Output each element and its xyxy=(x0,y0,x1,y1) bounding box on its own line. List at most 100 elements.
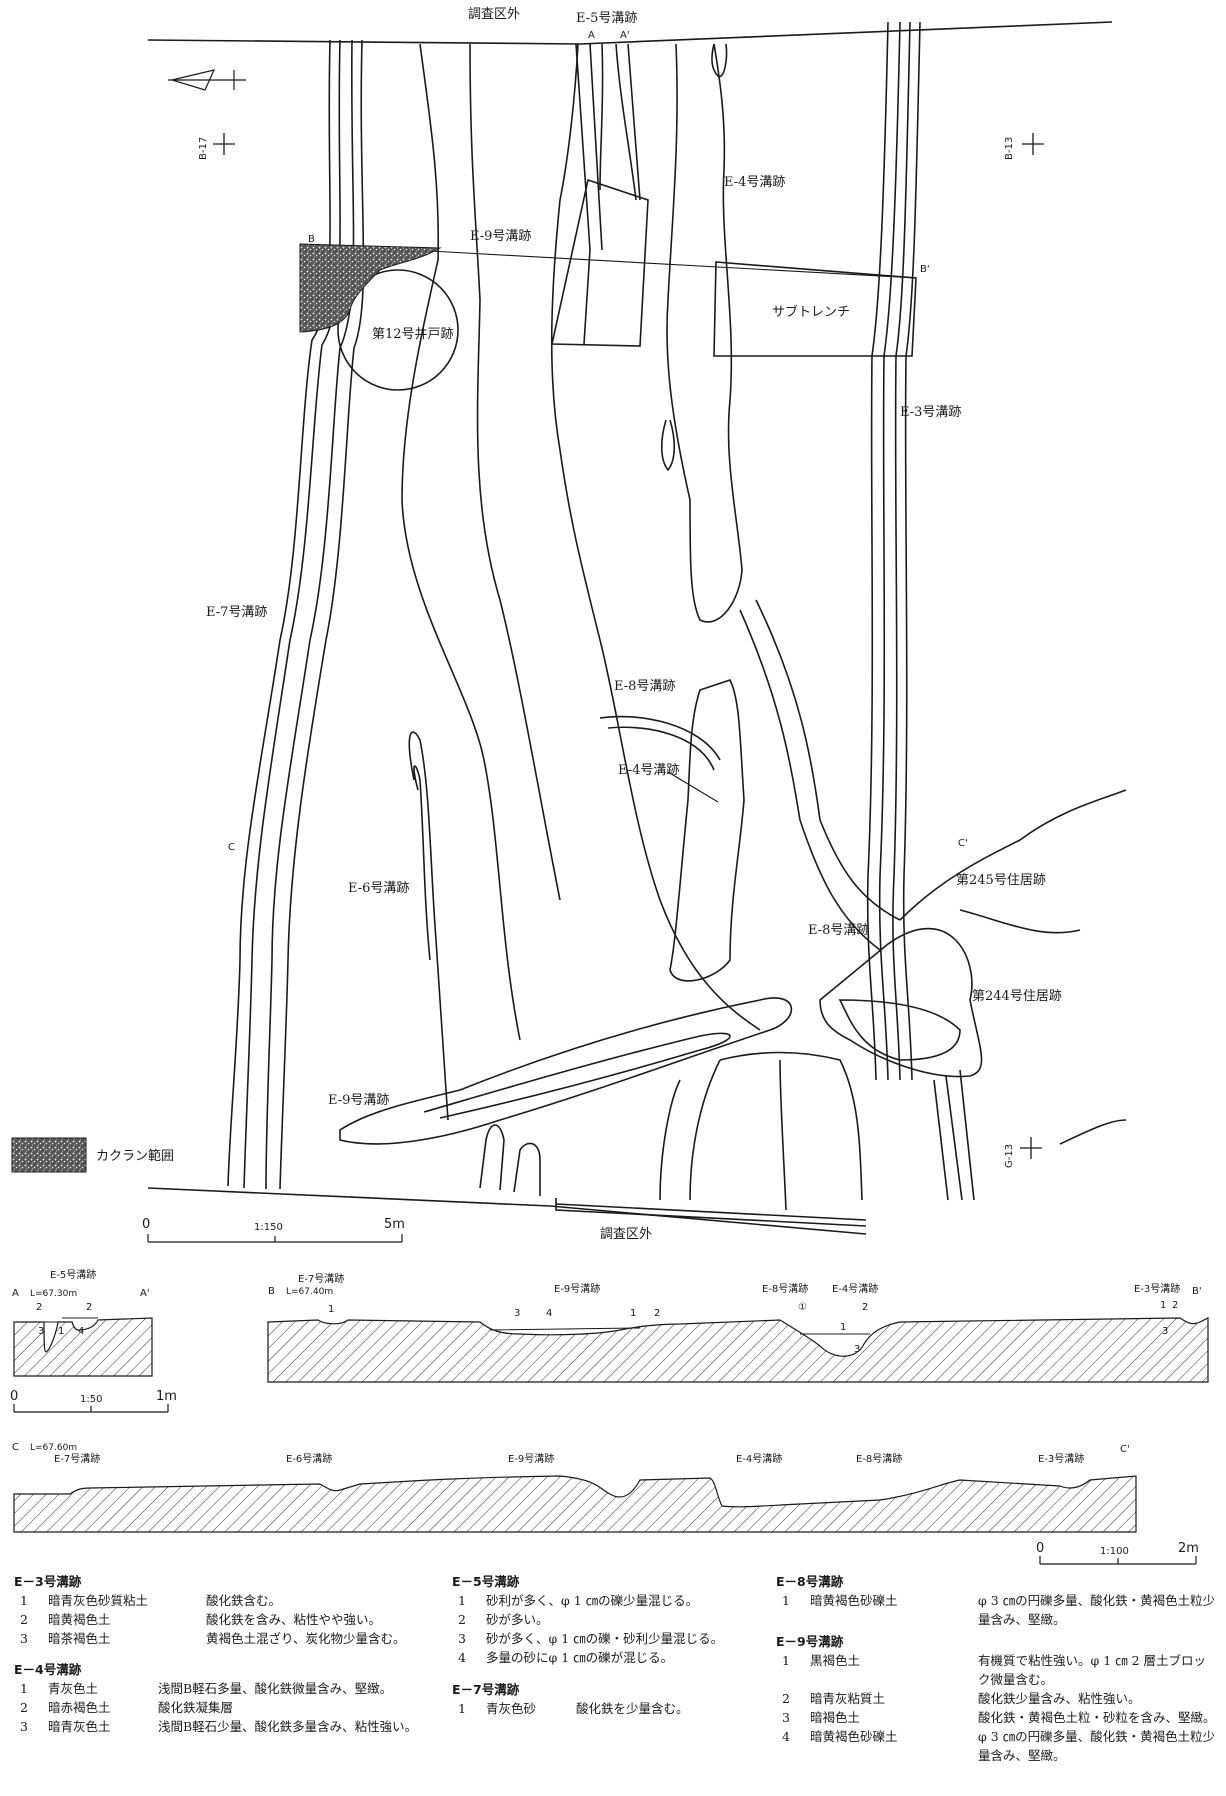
e8-mid-label: E-8号溝跡 xyxy=(614,678,675,694)
layer-soil-name: 青灰色土 xyxy=(48,1681,99,1696)
layer-soil-name: 黒褐色土 xyxy=(810,1653,861,1668)
layer-number: 3 xyxy=(20,1719,28,1734)
kakuran-legend-label: カクラン範囲 xyxy=(96,1149,174,1164)
section-a-level: L=67.30m xyxy=(30,1289,77,1299)
section-a xyxy=(13,1317,153,1377)
scale-150-ratio: 1:150 xyxy=(254,1222,283,1233)
e4-mid-label: E-4号溝跡 xyxy=(618,762,679,778)
layer-row: 3 暗褐色土 酸化鉄・黄褐色土粒・砂粒を含み、堅緻。 xyxy=(776,1708,1216,1727)
layer-description: 黄褐色土混ざり、炭化物少量含む。 xyxy=(206,1631,406,1646)
layer-notes-title: E－5号溝跡 xyxy=(452,1574,520,1589)
layer-number: 3 xyxy=(782,1710,790,1725)
section-a-label2: A' xyxy=(140,1288,150,1299)
kakuran-legend-swatch xyxy=(11,1137,87,1173)
e8-low-label: E-8号溝跡 xyxy=(808,922,869,938)
layer-description: 砂が多く、φ 1 ㎝の礫・砂利少量混じる。 xyxy=(486,1631,724,1646)
section-a-layer-number: 4 xyxy=(78,1326,84,1337)
section-b-ditch-e3: E-3号溝跡 xyxy=(1134,1282,1180,1295)
section-b-ditch-e8: E-8号溝跡 xyxy=(762,1282,808,1295)
layer-description: 酸化鉄凝集層 xyxy=(158,1700,234,1715)
section-mark-b: B xyxy=(308,234,315,245)
scale-150-max: 5m xyxy=(384,1217,405,1232)
grid-b13-label: B-13 xyxy=(1004,137,1015,160)
layer-soil-name: 暗赤褐色土 xyxy=(48,1700,111,1715)
e5-label: E-5号溝跡 xyxy=(576,10,637,26)
plan-view xyxy=(147,21,1127,1235)
layer-description: 酸化鉄・黄褐色土粒・砂粒を含み、堅緻。 xyxy=(978,1710,1216,1725)
layer-description: 多量の砂にφ 1 ㎝の礫が混じる。 xyxy=(486,1650,674,1665)
layer-soil-name: 暗青灰色土 xyxy=(48,1719,111,1734)
section-a-title: E-5号溝跡 xyxy=(50,1268,96,1281)
layer-number: 1 xyxy=(782,1653,790,1668)
e3-label: E-3号溝跡 xyxy=(900,404,961,420)
section-a-layer-number: 1 xyxy=(58,1326,64,1337)
layer-description: 砂利が多く、φ 1 ㎝の礫少量混じる。 xyxy=(486,1593,699,1608)
section-c-label2: C' xyxy=(1120,1444,1130,1455)
layer-notes-title: E－3号溝跡 xyxy=(14,1574,82,1589)
layer-soil-name: 暗黄褐色砂礫土 xyxy=(810,1593,898,1608)
layer-row: 1 砂利が多く、φ 1 ㎝の礫少量混じる。 xyxy=(452,1591,782,1610)
section-b-ditch-e4: E-4号溝跡 xyxy=(832,1282,878,1295)
scale-150-zero: 0 xyxy=(142,1217,150,1232)
layer-soil-name: 暗青灰粘質土 xyxy=(810,1691,886,1706)
layer-soil-name: 暗褐色土 xyxy=(810,1710,861,1725)
layer-notes-title: E－4号溝跡 xyxy=(14,1662,82,1677)
section-a-layer-number: 2 xyxy=(86,1302,92,1313)
grid-b17-label: B-17 xyxy=(198,137,209,160)
layer-description: 酸化鉄含む。 xyxy=(206,1593,282,1608)
layer-description: φ 3 ㎝の円礫多量、酸化鉄・黄褐色土粒少量含み、堅緻。 xyxy=(978,1593,1216,1627)
section-c-ditch-e3: E-3号溝跡 xyxy=(1038,1452,1084,1465)
section-b-layer-number: 3 xyxy=(854,1344,860,1355)
layer-number: 4 xyxy=(458,1650,466,1665)
well-12-outline xyxy=(337,269,459,391)
layer-number: 3 xyxy=(20,1631,28,1646)
layer-description: 酸化鉄少量含み、粘性強い。 xyxy=(978,1691,1141,1706)
section-a-layer-number: 2 xyxy=(36,1302,42,1313)
layer-number: 2 xyxy=(458,1612,466,1627)
layer-soil-name: 暗青灰色砂質粘土 xyxy=(48,1593,149,1608)
layer-row: 2 暗青灰粘質土 酸化鉄少量含み、粘性強い。 xyxy=(776,1689,1216,1708)
section-mark-a2: A' xyxy=(620,30,630,41)
scale-bar-100 xyxy=(1039,1556,1197,1565)
layer-number: 1 xyxy=(458,1593,466,1608)
layer-number: 2 xyxy=(782,1691,790,1706)
e9-top-label: E-9号溝跡 xyxy=(470,228,531,244)
layer-soil-name: 暗黄褐色土 xyxy=(48,1612,111,1627)
section-b-layer-number: 1 xyxy=(328,1304,334,1315)
section-b-layer-number: 3 xyxy=(514,1308,520,1319)
section-mark-c: C xyxy=(228,842,235,853)
layer-soil-name: 暗黄褐色砂礫土 xyxy=(810,1729,898,1744)
section-mark-a: A xyxy=(588,30,595,41)
layer-number: 1 xyxy=(458,1701,466,1716)
well12-label: 第12号井戸跡 xyxy=(372,326,454,342)
layer-notes-title: E－7号溝跡 xyxy=(452,1682,520,1697)
scale-50-zero: 0 xyxy=(10,1389,18,1404)
scale-100-zero: 0 xyxy=(1036,1541,1044,1556)
grid-cross-icon xyxy=(213,133,1044,1159)
layer-number: 2 xyxy=(20,1612,28,1627)
house244-label: 第244号住居跡 xyxy=(972,988,1062,1004)
layer-number: 4 xyxy=(782,1729,790,1744)
section-b-level: L=67.40m xyxy=(286,1287,333,1297)
layer-description: 浅間B軽石少量、酸化鉄多量含み、粘性強い。 xyxy=(158,1719,418,1734)
section-a-layer-number: 3 xyxy=(38,1326,44,1337)
scale-bar-50 xyxy=(13,1404,169,1413)
layer-soil-name: 青灰色砂 xyxy=(486,1701,537,1716)
section-b-label: B xyxy=(268,1286,275,1297)
section-b-ditch-e7: E-7号溝跡 xyxy=(298,1272,344,1285)
section-c-ditch-e4: E-4号溝跡 xyxy=(736,1452,782,1465)
kakuran-area xyxy=(299,243,442,333)
section-b-layer-number: 3 xyxy=(1162,1326,1168,1337)
house-244-outline xyxy=(819,928,983,1078)
